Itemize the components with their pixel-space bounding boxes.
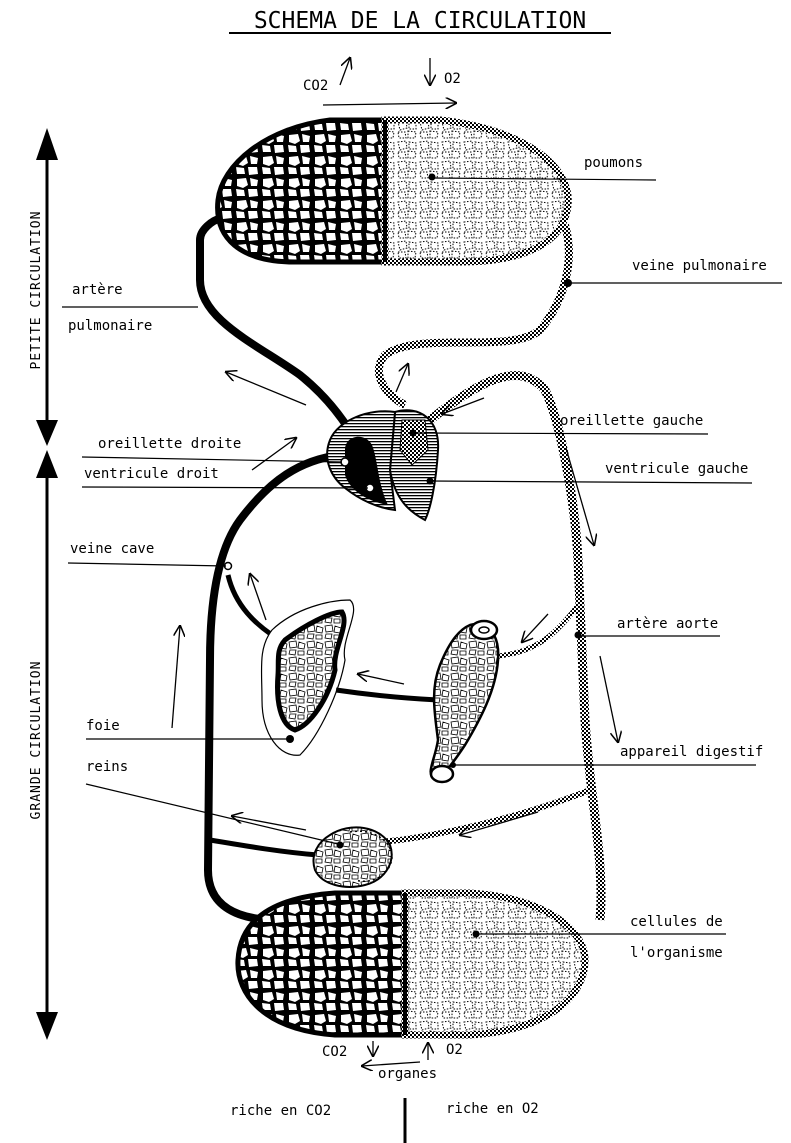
- poumons-pointer-dot: [429, 174, 436, 181]
- label-artere: artère: [72, 282, 123, 298]
- flow-arrow-portal-icon: [358, 674, 404, 684]
- flow-arrow-vena-cava-icon: [172, 626, 180, 728]
- lungs-deoxygenated-half: [218, 120, 385, 262]
- label-ventricule-droit: ventricule droit: [84, 466, 219, 482]
- label-oreillette-droite: oreillette droite: [98, 436, 241, 452]
- digestive-tract: [431, 624, 499, 778]
- diagram-title: SCHEMA DE LA CIRCULATION: [254, 8, 586, 34]
- label-foie: foie: [86, 718, 120, 734]
- lungs: [218, 120, 569, 262]
- label-reins: reins: [86, 759, 128, 775]
- oreillette-droite-dot: [341, 458, 349, 466]
- renal-artery-branch: [380, 790, 590, 842]
- portal-vein: [336, 690, 438, 700]
- flow-arrow-right-atrium-icon: [252, 438, 296, 470]
- co2-out-arrow-icon: [340, 58, 350, 85]
- legend-riche-co2: riche en CO2: [230, 1103, 331, 1119]
- label-artere-aorte: artère aorte: [617, 616, 718, 632]
- body-cells: [238, 893, 585, 1035]
- label-oreillette-gauche: oreillette gauche: [560, 413, 703, 429]
- organes-label: organes: [378, 1066, 437, 1082]
- o2-top-label: O2: [444, 71, 461, 87]
- label-veine-pulmonaire: veine pulmonaire: [632, 258, 767, 274]
- artere-aorte-pointer-dot: [575, 632, 582, 639]
- flow-arrow-pulmonary-vein-icon: [396, 364, 408, 392]
- label-poumons: poumons: [584, 155, 643, 171]
- legend-riche-o2: riche en O2: [446, 1101, 539, 1117]
- label-veine-cave: veine cave: [70, 541, 154, 557]
- kidney: [313, 827, 392, 886]
- label-pulmonaire: pulmonaire: [68, 318, 152, 334]
- flow-arrow-pulmonary-icon: [226, 372, 306, 405]
- label-ventricule-gauche: ventricule gauche: [605, 461, 748, 477]
- lungs-oxygenated-half: [385, 120, 568, 262]
- co2-bottom-label: CO2: [322, 1044, 347, 1060]
- o2-bottom-label: O2: [446, 1042, 463, 1058]
- label-appareil-digestif: appareil digestif: [620, 744, 763, 760]
- body-cells-oxygenated-half: [405, 893, 585, 1035]
- flow-arrow-hepatic-icon: [250, 574, 266, 620]
- body-cells-deoxygenated-half: [238, 893, 405, 1035]
- reins-pointer-dot: [337, 842, 344, 849]
- liver: [261, 600, 353, 755]
- lung-flow-arrow-icon: [323, 103, 456, 105]
- petite-circulation-label: PETITE CIRCULATION: [29, 211, 44, 370]
- renal-vein: [210, 840, 318, 855]
- flow-arrow-aorta-lower-icon: [600, 656, 618, 742]
- co2-top-label: CO2: [303, 78, 328, 94]
- digestive-system: [431, 621, 499, 782]
- label-leader-lines: [62, 178, 782, 934]
- grande-circulation-label: GRANDE CIRCULATION: [29, 661, 44, 820]
- heart: [327, 410, 438, 520]
- digestive-lower-opening: [431, 766, 453, 782]
- label-cellules-line1: cellules de: [630, 914, 723, 930]
- label-cellules-line2: l'organisme: [630, 945, 723, 961]
